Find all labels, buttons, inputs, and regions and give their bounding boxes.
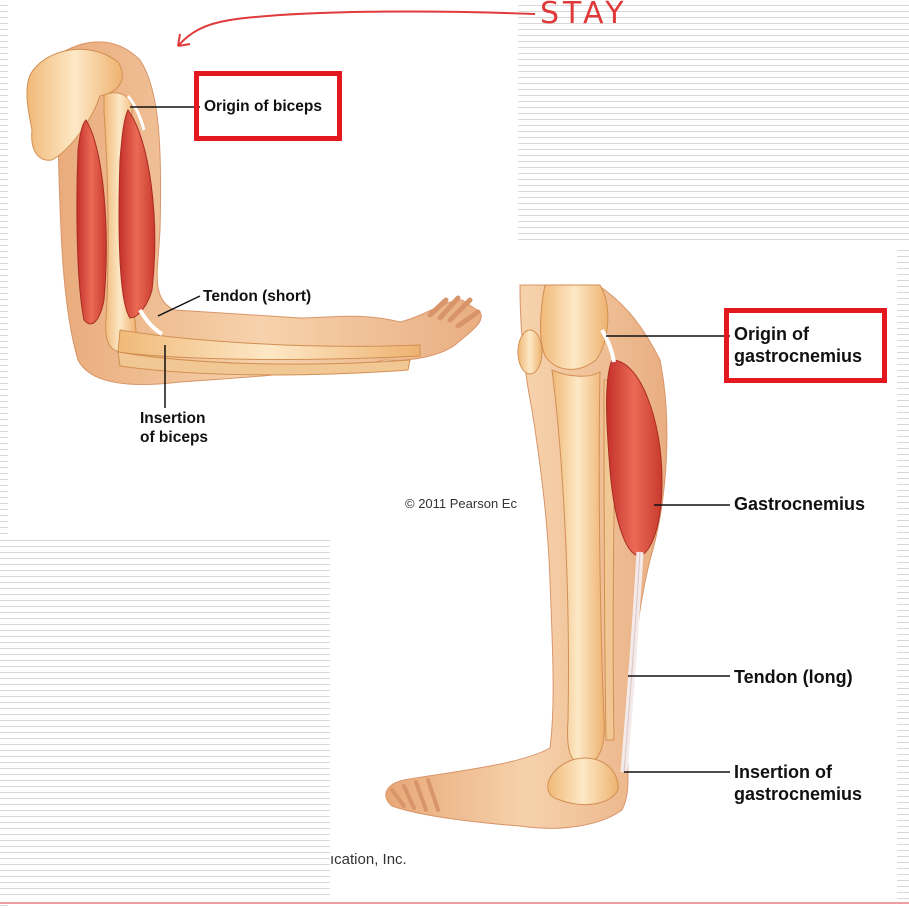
origin-of-gastrocnemius-highlight — [724, 308, 887, 383]
origin-of-gastrocnemius-line2: gastrocnemius — [734, 346, 863, 366]
tendon-long-label: Tendon (long) — [734, 667, 853, 687]
origin-of-biceps-label: Origin of biceps — [204, 98, 322, 115]
arm-drawing — [26, 41, 482, 385]
origin-of-gastrocnemius-label: Origin of gastrocnemius — [734, 323, 862, 367]
annotation-arrow — [177, 10, 536, 47]
origin-of-biceps-highlight — [194, 71, 342, 141]
annotation-text: STAY — [540, 0, 628, 31]
annotation-arrowhead — [177, 33, 191, 47]
lined-background-top-right — [515, 0, 909, 245]
origin-of-gastrocnemius-line1: Origin of — [734, 324, 809, 344]
insertion-of-gastrocnemius-label: Insertion of gastrocnemius — [734, 761, 862, 805]
page-bottom-rule — [0, 902, 909, 904]
tendon-short-label: Tendon (short) — [203, 288, 312, 305]
lined-background-left-edge — [0, 0, 8, 909]
gastrocnemius-label: Gastrocnemius — [734, 494, 866, 514]
leg-drawing — [385, 284, 668, 829]
leader-lines — [130, 106, 730, 773]
insertion-of-biceps-line2: of biceps — [140, 429, 209, 446]
lined-background-bottom-left — [0, 535, 330, 900]
insertion-of-biceps-line1: Insertion — [140, 410, 206, 427]
lined-background-right-edge — [897, 245, 909, 900]
insertion-of-gastrocnemius-line2: gastrocnemius — [734, 784, 863, 804]
copyright-credit-part1: © 2011 Pearson Ec — [405, 496, 517, 511]
insertion-of-biceps-label: Insertion of biceps — [140, 409, 208, 447]
copyright-credit-part2: ıcation, Inc. — [330, 851, 407, 868]
insertion-of-gastrocnemius-line1: Insertion of — [734, 762, 832, 782]
